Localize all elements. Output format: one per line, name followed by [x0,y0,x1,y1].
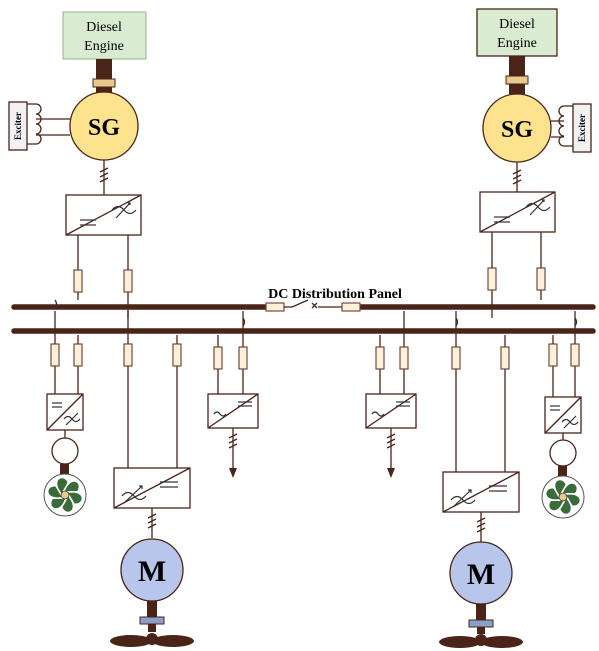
right-gen-fuse-2 [536,267,546,291]
bus-tie-breaker [265,299,361,312]
right-engine-line1: Diesel [499,17,535,32]
right-ac-fuse-1 [375,346,385,370]
right-gen-fuse-1 [487,267,497,291]
left-diesel-engine [62,11,147,60]
right-ac-load-feeder [365,311,417,478]
left-engine-line2: Engine [84,39,124,54]
left-gen-fuse-2 [123,269,133,293]
dc-bus: DC Distribution Panel [11,287,596,334]
right-exciter-coil [558,105,573,147]
panel-label: DC Distribution Panel [268,287,402,302]
right-prop-fuse-1 [451,346,461,370]
right-engine-line2: Engine [497,36,537,51]
left-ac-fuse-2 [238,346,248,370]
right-propeller-icon [439,634,523,648]
left-gen-rectifier [65,194,142,236]
left-fan-feeder [43,299,87,517]
right-genset: Diesel Engine SG Exciter [476,8,592,318]
left-exciter-coil [27,103,42,145]
left-propulsion-feeder: M [110,311,194,647]
left-fan-fuse-2 [73,343,83,367]
right-fan-feeder [541,311,585,519]
right-generator-label: SG [501,117,533,143]
right-propulsion-feeder: M [439,311,523,648]
right-load-arrow-icon [387,468,395,478]
left-exciter [8,101,28,151]
left-prop-fuse-1 [123,343,133,367]
left-propeller-icon [110,633,194,647]
left-fan-icon [43,473,87,517]
left-load-arrow-icon [229,468,237,478]
right-exciter [572,103,592,153]
right-motor-label: M [467,558,495,591]
left-engine-line1: Diesel [86,20,122,35]
left-ac-load-feeder [207,311,259,478]
right-fan-fuse-2 [570,343,580,367]
right-fan-icon [541,475,585,519]
left-generator-label: SG [88,115,120,141]
right-ac-fuse-2 [399,346,409,370]
right-exciter-label: Exciter [577,114,587,142]
left-fan-motor [51,437,79,465]
left-coupling [92,78,116,88]
right-gen-rectifier [479,191,556,233]
left-exciter-label: Exciter [13,112,23,140]
left-genset: Diesel Engine SG Exciter [8,11,147,318]
left-ac-fuse-1 [213,346,223,370]
right-fan-motor [549,439,577,467]
right-prop-fuse-2 [500,346,510,370]
right-diesel-engine [476,8,558,57]
right-coupling [505,75,529,85]
right-fan-fuse-1 [548,343,558,367]
left-fan-fuse-1 [50,343,60,367]
left-prop-fuse-2 [172,343,182,367]
left-motor-label: M [138,555,166,588]
left-gen-fuse-1 [73,269,83,293]
